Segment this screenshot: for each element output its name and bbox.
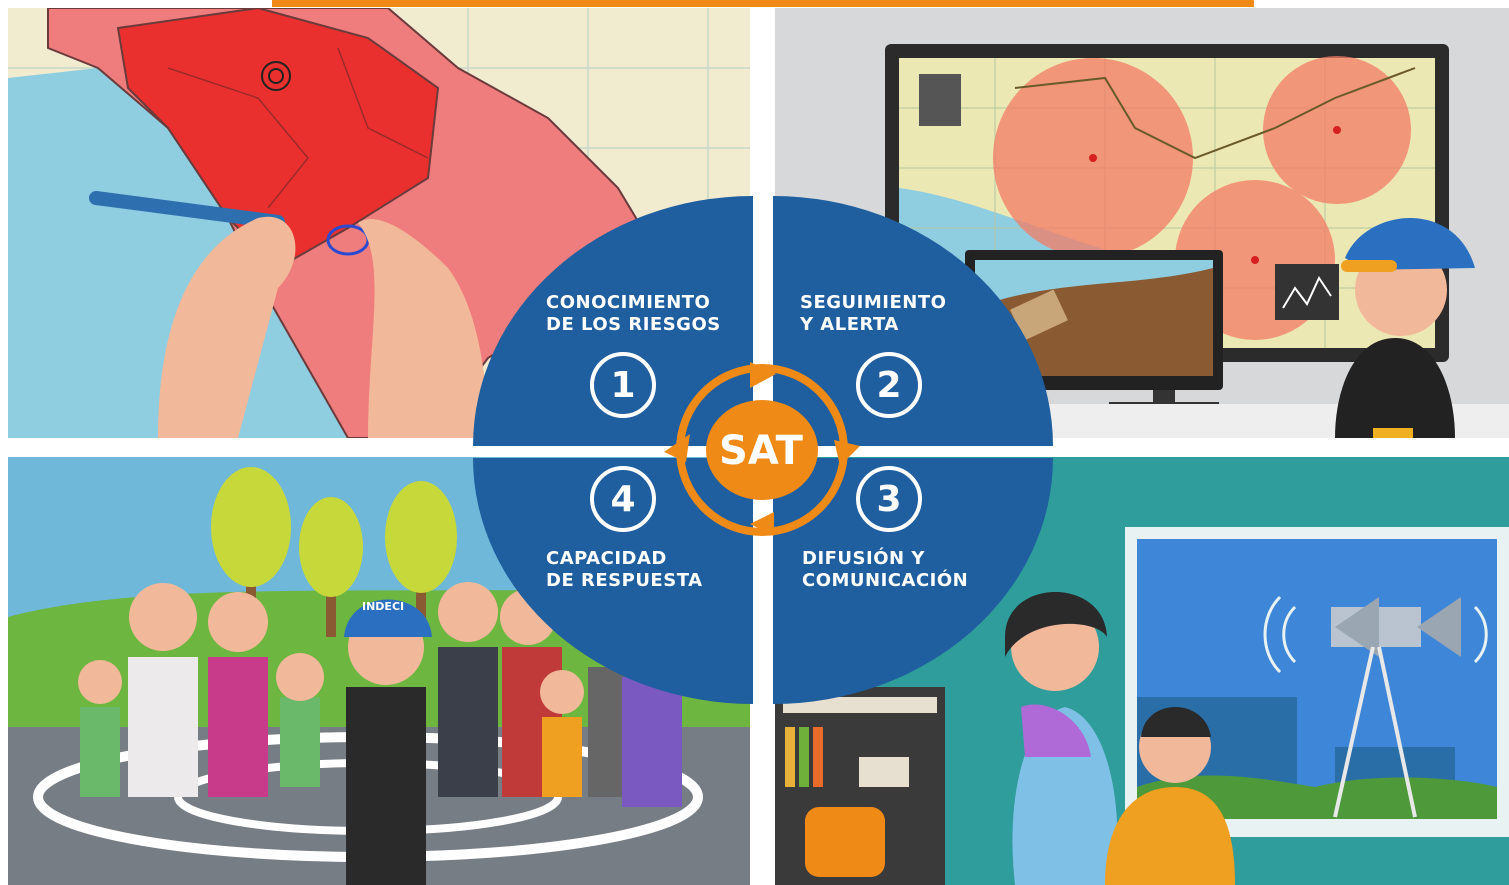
step-4-number: 4	[590, 466, 656, 532]
step-3-number: 3	[856, 466, 922, 532]
arrow-right	[834, 440, 860, 466]
quadrant-2-sector	[773, 196, 1053, 446]
step-2-number: 2	[856, 352, 922, 418]
sat-core	[706, 400, 818, 500]
step-3-label: DIFUSIÓN Y COMUNICACIÓN	[802, 548, 969, 591]
step-4-label: CAPACIDAD DE RESPUESTA	[546, 548, 703, 591]
arrow-bottom	[750, 512, 774, 536]
arrow-left	[664, 434, 690, 462]
arrow-top	[750, 362, 776, 388]
indeci-badge-text: INDECI	[362, 600, 405, 613]
sat-label: SAT	[719, 428, 803, 474]
quadrant-4-sector	[473, 458, 753, 704]
top-accent-bar	[272, 0, 1254, 7]
step-2-label: SEGUIMIENTO Y ALERTA	[800, 292, 947, 335]
response-capacity-illustration: INDECI	[8, 457, 750, 885]
step-1-number: 1	[590, 352, 656, 418]
quadrant-1-sector	[473, 196, 753, 446]
step-1-label: CONOCIMIENTO DE LOS RIESGOS	[546, 292, 721, 335]
quadrant-3-sector	[773, 458, 1053, 704]
